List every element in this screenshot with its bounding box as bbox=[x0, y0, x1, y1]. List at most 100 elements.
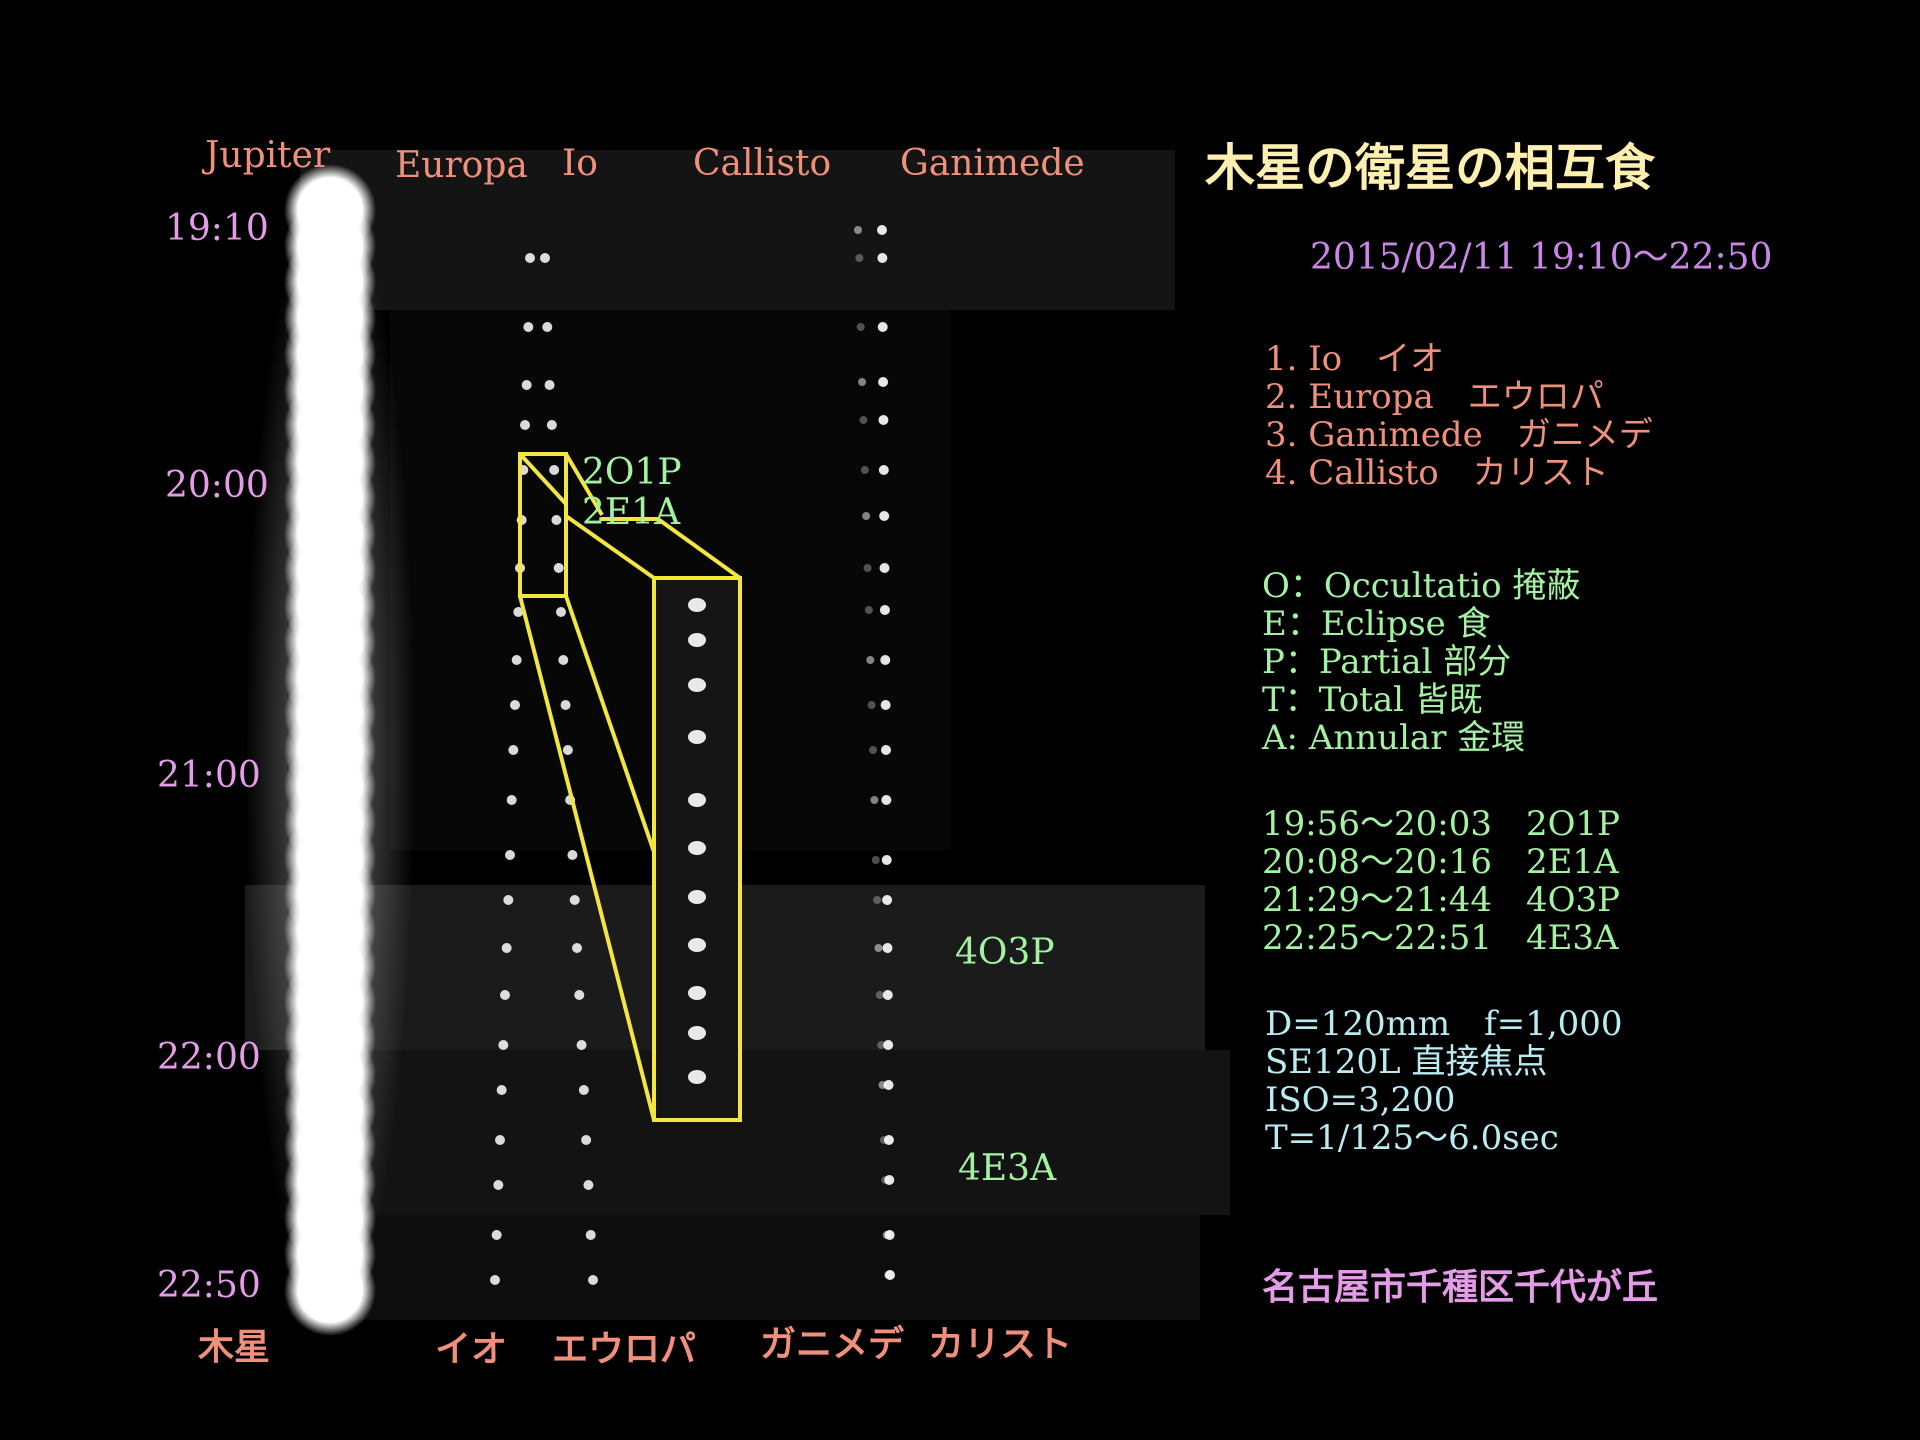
inset-dot bbox=[688, 1070, 706, 1084]
satellite-dot bbox=[883, 1135, 894, 1145]
inset-dot bbox=[688, 841, 706, 855]
satellite-dot bbox=[860, 466, 869, 474]
moon-list: 1. Io イオ 2. Europa エウロパ 3. Ganimede ガニメデ… bbox=[1265, 340, 1653, 492]
frame-panel bbox=[300, 1215, 1200, 1320]
connector-line bbox=[564, 452, 604, 517]
satellite-dot bbox=[862, 512, 871, 520]
legend-item: E：Eclipse 食 bbox=[1262, 604, 1491, 644]
satellite-trails bbox=[490, 225, 895, 1285]
satellite-dot bbox=[585, 1230, 596, 1240]
satellite-dot bbox=[510, 700, 520, 710]
satellite-dot bbox=[863, 564, 872, 572]
legend-item: T：Total 皆既 bbox=[1262, 680, 1483, 720]
satellite-dot bbox=[572, 943, 582, 953]
label-jupiter-ja: 木星 bbox=[198, 1326, 271, 1368]
satellite-dot bbox=[878, 415, 889, 425]
satellite-dot bbox=[882, 895, 893, 905]
satellite-dot bbox=[881, 795, 892, 805]
satellite-dot bbox=[881, 855, 892, 865]
satellite-dot bbox=[496, 1085, 507, 1095]
satellite-dot bbox=[544, 380, 555, 390]
moon-list-item: 1. Io イオ bbox=[1265, 339, 1445, 379]
date-range: 2015/02/11 19:10～22:50 bbox=[1310, 237, 1773, 278]
satellite-dot bbox=[493, 1180, 504, 1190]
moon-list-item: 3. Ganimede ガニメデ bbox=[1265, 415, 1653, 455]
satellite-dot bbox=[855, 254, 864, 262]
satellite-dot bbox=[542, 322, 553, 332]
satellite-dot bbox=[588, 1275, 598, 1285]
satellite-dot bbox=[877, 225, 887, 235]
satellite-dot bbox=[576, 1040, 587, 1050]
satellite-dot bbox=[883, 1040, 894, 1050]
event-list-item: 20:08～20:16 2E1A bbox=[1262, 842, 1619, 882]
satellite-dot bbox=[877, 1041, 886, 1049]
satellite-dot bbox=[525, 253, 535, 263]
satellite-dot bbox=[871, 856, 880, 864]
legend-item: O：Occultatio 掩蔽 bbox=[1262, 566, 1581, 606]
time-label: 21:00 bbox=[157, 755, 261, 796]
time-label: 20:00 bbox=[165, 465, 269, 506]
inset-dot bbox=[688, 678, 706, 692]
satellite-dot bbox=[873, 896, 882, 904]
satellite-dot bbox=[884, 1175, 895, 1185]
satellite-dot bbox=[882, 943, 893, 953]
label-callisto-ja: カリスト bbox=[928, 1323, 1073, 1365]
satellite-dot bbox=[495, 1135, 505, 1145]
connector-line bbox=[518, 595, 656, 1121]
satellite-dot bbox=[520, 420, 530, 430]
moon-list-item: 2. Europa エウロパ bbox=[1265, 377, 1604, 417]
event-list: 19:56～20:03 2O1P 20:08～20:16 2E1A 21:29～… bbox=[1262, 805, 1620, 957]
frame-panel bbox=[300, 150, 1175, 310]
time-label: 22:00 bbox=[157, 1037, 261, 1078]
inset-dot bbox=[688, 633, 706, 647]
satellite-dot bbox=[569, 895, 580, 905]
satellite-dot bbox=[574, 990, 585, 1000]
equipment-item: ISO=3,200 bbox=[1265, 1080, 1456, 1120]
connector-line bbox=[656, 517, 742, 580]
equipment-list: D=120mm f=1,000 SE120L 直接焦点 ISO=3,200 T=… bbox=[1265, 1005, 1623, 1157]
inset-dot bbox=[688, 730, 706, 744]
satellite-dot bbox=[878, 465, 889, 475]
satellite-dot bbox=[549, 465, 560, 475]
legend-item: P：Partial 部分 bbox=[1262, 642, 1512, 682]
inset-dot bbox=[688, 890, 706, 904]
satellite-dot bbox=[583, 1180, 594, 1190]
satellite-dot bbox=[880, 655, 891, 665]
page-title: 木星の衛星の相互食 bbox=[1205, 138, 1655, 197]
satellite-dot bbox=[558, 655, 569, 665]
moon-list-item: 4. Callisto カリスト bbox=[1265, 453, 1609, 493]
event-highlight-box bbox=[518, 452, 568, 598]
event-tag: 4O3P bbox=[955, 932, 1055, 973]
satellite-dot bbox=[854, 226, 862, 234]
satellite-dot bbox=[562, 745, 573, 755]
satellite-dot bbox=[553, 563, 564, 573]
satellite-dot bbox=[513, 607, 524, 617]
event-list-item: 19:56～20:03 2O1P bbox=[1262, 804, 1620, 844]
highlight-outline bbox=[518, 452, 742, 1122]
label-europa: Europa bbox=[395, 145, 528, 186]
inset-dot bbox=[688, 598, 706, 612]
satellite-dot bbox=[859, 416, 868, 424]
satellite-dot bbox=[864, 606, 873, 614]
label-ganimede-ja: ガニメデ bbox=[760, 1323, 905, 1365]
satellite-dot bbox=[883, 1080, 894, 1090]
connector-line bbox=[564, 514, 656, 580]
satellite-dot bbox=[511, 655, 522, 665]
satellite-dot bbox=[877, 253, 888, 263]
equipment-item: D=120mm f=1,000 bbox=[1265, 1004, 1623, 1044]
satellite-dot bbox=[858, 378, 867, 386]
satellite-dot bbox=[503, 895, 514, 905]
satellite-dot bbox=[879, 605, 890, 615]
inset-dot bbox=[688, 1026, 706, 1040]
satellite-dot bbox=[581, 1135, 592, 1145]
satellite-dot bbox=[508, 745, 519, 755]
satellite-dot bbox=[567, 850, 578, 860]
frame-panel bbox=[300, 1050, 1230, 1215]
satellite-dot bbox=[578, 1085, 589, 1095]
satellite-dot bbox=[490, 1275, 500, 1285]
satellite-dot bbox=[877, 322, 888, 332]
equipment-item: SE120L 直接焦点 bbox=[1265, 1042, 1548, 1082]
equipment-item: T=1/125～6.0sec bbox=[1265, 1118, 1559, 1158]
satellite-dot bbox=[540, 253, 550, 263]
